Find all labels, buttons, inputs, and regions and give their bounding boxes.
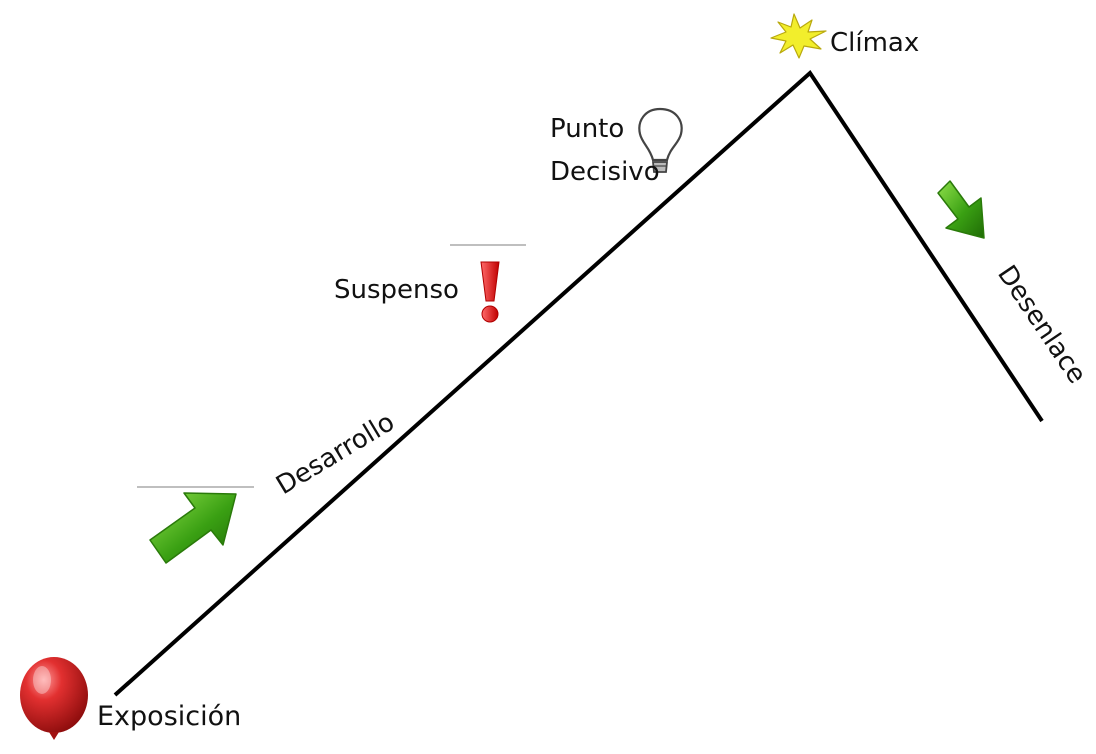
green-arrow-up-icon [149, 492, 237, 564]
lightbulb-icon [638, 107, 683, 173]
label-suspenso: Suspenso [334, 275, 459, 305]
red-exclamation-icon [480, 261, 500, 323]
green-arrow-down-icon [937, 180, 985, 239]
plot-line [113, 69, 1044, 697]
yellow-starburst-icon [770, 13, 827, 59]
label-punto: Punto [550, 114, 625, 144]
label-climax: Clímax [830, 28, 920, 58]
red-balloon-icon [20, 657, 88, 740]
label-decisivo: Decisivo [550, 157, 660, 187]
label-exposicion: Exposición [97, 701, 242, 732]
label-desarrollo: Desarrollo [271, 407, 400, 501]
